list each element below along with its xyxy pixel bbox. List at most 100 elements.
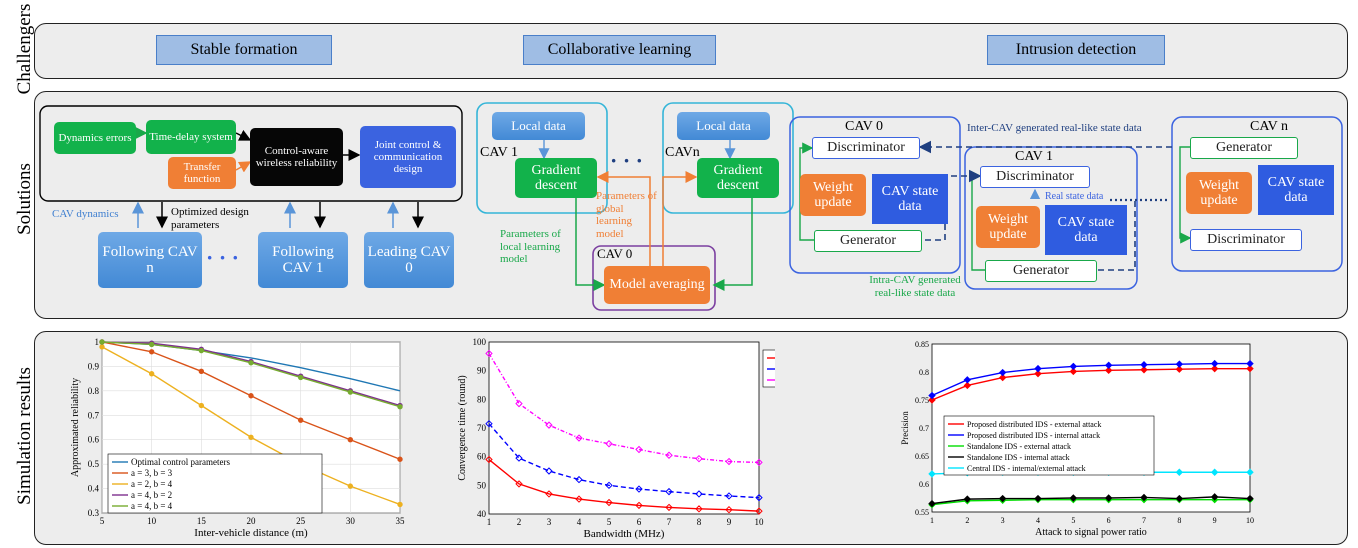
data-point xyxy=(248,360,254,366)
y-tick-label: 0.4 xyxy=(88,484,100,494)
data-point xyxy=(963,381,972,390)
leading-cav-0-box: Leading CAV 0 xyxy=(364,232,454,288)
data-point xyxy=(1104,361,1113,369)
x-tick-label: 4 xyxy=(577,517,582,527)
x-tick-label: 4 xyxy=(1036,516,1040,525)
x-tick-label: 2 xyxy=(965,516,969,525)
control-aware-box: Control-aware wireless reliability xyxy=(250,128,343,186)
inter-cav-label: Inter-CAV generated real-like state data xyxy=(967,122,1142,134)
series-line xyxy=(488,423,760,499)
data-point xyxy=(928,470,936,478)
discriminator-n-box: Discriminator xyxy=(1190,229,1302,251)
ids-cavn-label: CAV n xyxy=(1250,119,1289,134)
data-point xyxy=(1175,494,1184,503)
x-tick-label: 30 xyxy=(346,516,356,526)
x-tick-label: 7 xyxy=(667,517,672,527)
legend-label: Proposed distributed IDS - external atta… xyxy=(967,420,1101,429)
y-axis-label: Convergence time (round) xyxy=(457,375,468,480)
data-point xyxy=(248,393,254,399)
y-tick-label: 40 xyxy=(477,509,487,519)
global-params-label: Parameters of global learning model xyxy=(596,190,657,240)
data-point xyxy=(695,490,703,498)
data-point xyxy=(1210,364,1219,373)
x-tick-label: 10 xyxy=(755,517,765,527)
x-tick-label: 25 xyxy=(296,516,306,526)
state-data-1-box: CAV state data xyxy=(1045,205,1127,255)
y-tick-label: 50 xyxy=(477,480,487,490)
challenge-collaborative-learning: Collaborative learning xyxy=(523,35,716,65)
data-point xyxy=(1034,364,1042,373)
y-tick-label: 0.8 xyxy=(88,386,100,396)
data-point xyxy=(1210,493,1219,501)
real-state-label: Real state data xyxy=(1045,191,1104,202)
data-point xyxy=(695,505,703,513)
x-tick-label: 3 xyxy=(547,517,552,527)
y-tick-label: 0.7 xyxy=(88,410,100,420)
legend-box xyxy=(943,415,1155,476)
data-point xyxy=(545,421,553,429)
data-point xyxy=(635,501,643,510)
local-data-n-box: Local data xyxy=(677,112,770,140)
following-cav-1-box: Following CAV 1 xyxy=(258,232,348,288)
data-point xyxy=(725,505,733,514)
data-point xyxy=(99,339,105,345)
data-point xyxy=(1210,359,1219,368)
data-point xyxy=(1246,468,1254,476)
data-point xyxy=(575,475,583,484)
x-tick-label: 35 xyxy=(396,516,406,526)
x-tick-label: 8 xyxy=(1177,516,1181,525)
legend-label: a = 2, b = 4 xyxy=(131,479,173,489)
x-tick-label: 9 xyxy=(1213,516,1217,525)
data-point xyxy=(635,485,643,493)
data-point xyxy=(248,434,254,440)
joint-design-box: Joint control & communication design xyxy=(360,126,456,188)
data-point xyxy=(1175,360,1184,368)
x-tick-label: 20 xyxy=(247,516,257,526)
data-point xyxy=(198,368,205,375)
data-point xyxy=(725,457,733,466)
optimized-params-label: Optimized design parameters xyxy=(171,206,249,231)
y-tick-label: 0.75 xyxy=(915,396,929,405)
data-point xyxy=(198,402,205,409)
gradient-descent-n-box: Gradient descent xyxy=(697,158,779,198)
x-tick-label: 6 xyxy=(637,517,642,527)
local-params-label: Parameters of local learning model xyxy=(500,228,561,266)
y-tick-label: 0.65 xyxy=(915,452,929,461)
data-point xyxy=(1069,367,1078,376)
local-data-1-box: Local data xyxy=(492,112,585,140)
data-point xyxy=(1104,494,1113,502)
data-point xyxy=(1034,494,1042,503)
data-point xyxy=(515,480,523,488)
x-tick-label: 3 xyxy=(1001,516,1005,525)
y-tick-label: 1 xyxy=(95,337,100,347)
data-point xyxy=(695,454,703,463)
data-point xyxy=(755,493,763,502)
x-axis-label: Bandwidth (MHz) xyxy=(584,528,665,540)
x-tick-label: 15 xyxy=(197,516,207,526)
state-data-n-box: CAV state data xyxy=(1258,165,1334,215)
discriminator-1-box: Discriminator xyxy=(980,166,1090,188)
data-point xyxy=(1246,359,1254,368)
data-point xyxy=(485,419,493,428)
data-point xyxy=(297,374,304,381)
data-point xyxy=(635,445,643,454)
data-point xyxy=(1140,493,1148,502)
data-point xyxy=(1069,362,1078,371)
data-point xyxy=(1069,494,1078,502)
series-line xyxy=(488,353,760,464)
data-point xyxy=(725,492,733,500)
y-tick-label: 0.5 xyxy=(88,459,100,469)
data-point xyxy=(347,483,354,489)
data-point xyxy=(928,396,936,404)
data-point xyxy=(485,455,493,464)
y-axis-label: Approximated reliability xyxy=(70,378,81,477)
y-tick-label: 0.7 xyxy=(919,424,929,433)
x-tick-label: 5 xyxy=(1071,516,1075,525)
data-point xyxy=(347,389,354,395)
legend-label: Proposed distributed IDS - internal atta… xyxy=(967,431,1100,440)
legend-label: Optimal control parameters xyxy=(131,457,230,467)
data-point xyxy=(575,495,583,503)
data-point xyxy=(755,507,763,515)
